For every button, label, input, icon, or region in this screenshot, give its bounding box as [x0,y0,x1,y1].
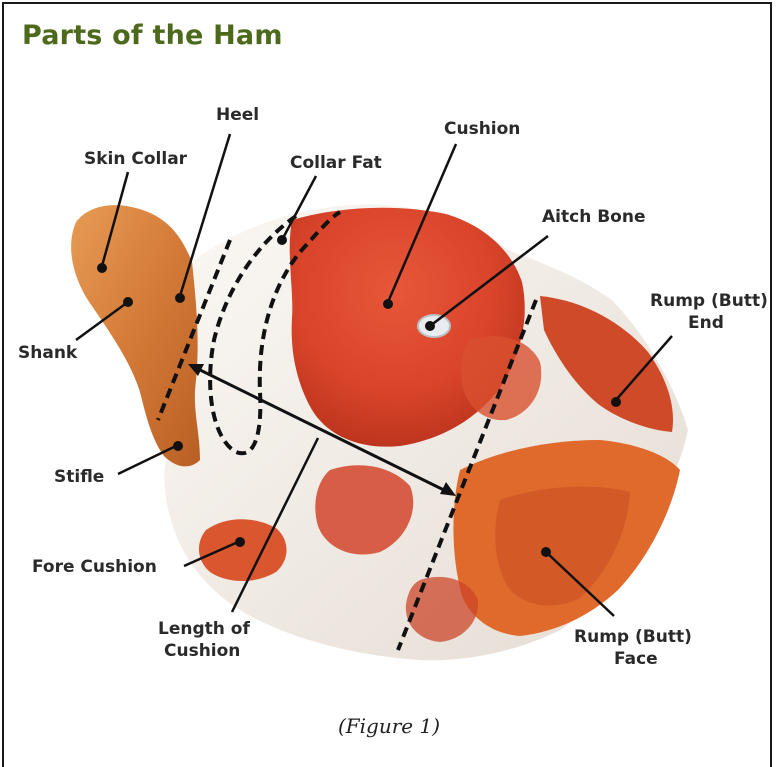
label-cushion: Cushion [444,119,520,139]
label-stifle: Stifle [54,467,104,487]
dot-skin-collar [97,263,107,273]
label-skin-collar: Skin Collar [84,149,188,169]
label-rump-end-line1: Rump (Butt) [650,291,768,311]
label-rump-face-line1: Rump (Butt) [574,627,692,647]
dot-shank [123,297,133,307]
label-length-line1: Length of [158,619,250,639]
label-rump-face-line2: Face [614,649,658,669]
dot-collar-fat [277,235,287,245]
dot-fore-cushion [235,537,245,547]
dot-rump-face [541,547,551,557]
dot-rump-end [611,397,621,407]
label-fore-cushion: Fore Cushion [32,557,157,577]
label-aitch-bone: Aitch Bone [542,207,645,227]
figure-caption: (Figure 1) [0,714,778,738]
label-heel: Heel [216,105,259,125]
dot-heel [175,293,185,303]
dot-stifle [173,441,183,451]
shank-skin [71,205,200,466]
label-collar-fat: Collar Fat [290,153,382,173]
label-shank: Shank [18,343,78,363]
label-length-line2: Cushion [164,641,240,661]
label-rump-end-line2: End [688,313,724,333]
dot-aitch-bone [425,321,435,331]
dot-cushion [383,299,393,309]
